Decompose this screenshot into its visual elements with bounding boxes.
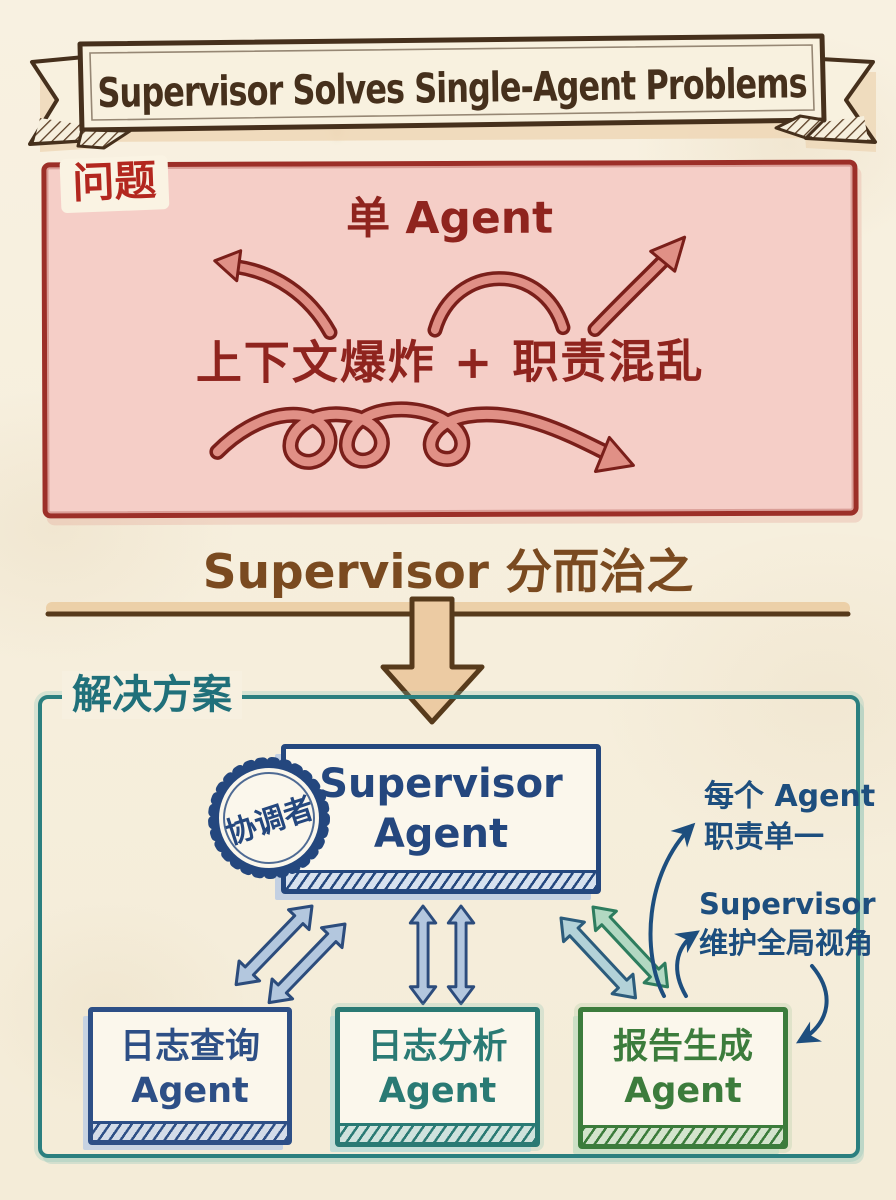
agent-box-log-analysis: 日志分析 Agent [335,1007,540,1147]
banner-title: Supervisor Solves Single-Agent Problems [97,58,807,118]
agent2-line2: Agent [378,1070,497,1111]
agent-box-log-query: 日志查询 Agent [88,1007,292,1145]
solution-label: 解决方案 [62,671,242,719]
agent-box-report-generation: 报告生成 Agent [578,1007,788,1149]
solution-box: 解决方案 [38,671,876,1158]
agent-box-hatch [93,1121,287,1140]
supervisor-agent-label: Supervisor Agent [286,759,596,859]
note-arrow-short [674,930,700,998]
problem-title: 单 Agent [345,192,554,245]
note-single-responsibility: 每个 Agent 职责单一 [704,777,875,858]
note1-line1: 每个 Agent [704,779,876,814]
agent-box-hatch [583,1125,783,1144]
tangled-arrows-illustration [209,235,687,473]
agent-label: 日志查询 Agent [93,1026,287,1114]
note-global-view: Supervisor 维护全局视角 [699,885,876,963]
double-arrow-connector-left [234,904,347,1005]
supervisor-box-hatch [286,870,596,889]
supervisor-line2: Agent [373,811,509,857]
double-arrow-connector-middle [408,904,476,1006]
supervisor-agent-box: Supervisor Agent [281,744,601,894]
badge-seal-icon [208,757,330,879]
agent-label: 日志分析 Agent [340,1026,535,1114]
note2-line2: 维护全局视角 [699,926,874,961]
transition-heading: Supervisor 分而治之 [202,545,694,600]
agent-box-hatch [340,1123,535,1142]
note2-line1: Supervisor [699,887,876,921]
divide-and-conquer-arrow [45,596,851,725]
note-arrow-down [795,964,829,1044]
agent1-line2: Agent [131,1070,249,1111]
problem-issue-text: 上下文爆炸 + 职责混乱 [195,334,705,390]
agent3-line2: Agent [624,1070,742,1111]
agent3-line1: 报告生成 [612,1027,753,1067]
problem-box: 问题 单 Agent 上下文爆炸 + 职责混乱 [41,155,859,519]
note1-line2: 职责单一 [704,819,824,855]
note-arrow-long [648,822,696,998]
supervisor-line1: Supervisor [319,761,563,807]
agent1-line1: 日志查询 [119,1027,260,1067]
agent2-line1: 日志分析 [367,1027,508,1067]
double-arrow-connector-right [559,905,670,1000]
ribbon-banner-illustration [28,33,877,152]
agent-label: 报告生成 Agent [583,1026,783,1114]
coordinator-badge: 协调者 [205,754,333,882]
